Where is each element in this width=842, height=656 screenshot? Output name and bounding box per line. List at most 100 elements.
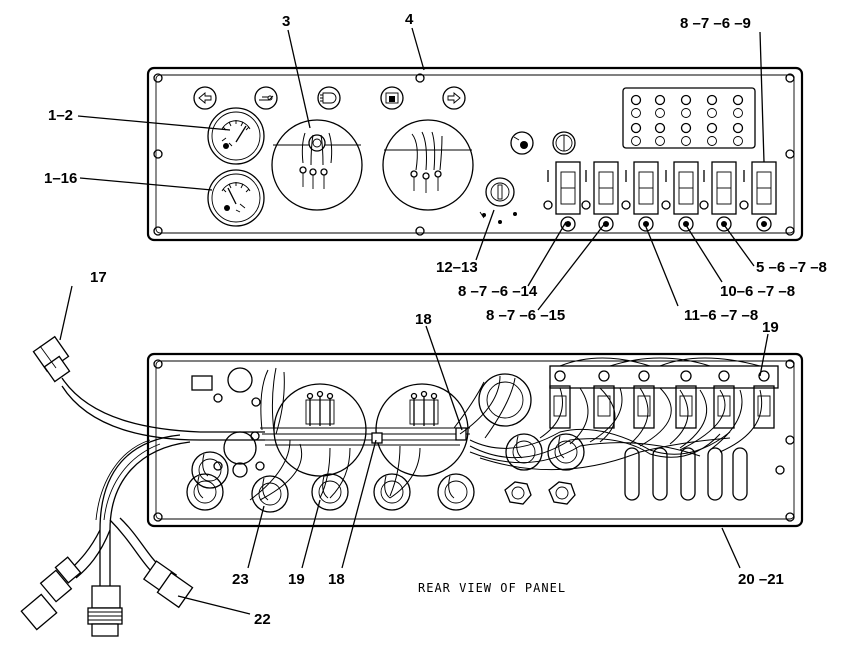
matrix-lamp — [681, 108, 691, 118]
matrix-lamp — [680, 122, 692, 134]
grommet-wire — [262, 477, 269, 501]
wiring-harness — [20, 335, 265, 637]
grommet-wire — [202, 453, 209, 477]
switch-connector-pins — [553, 395, 567, 417]
callout-17: 17 — [90, 269, 107, 286]
callout-10-6-7-8: 10–6 –7 –8 — [720, 283, 795, 300]
rocker-switch-bezel — [673, 161, 699, 215]
switch-connector-body — [713, 385, 735, 429]
callout-8-7-6-15: 8 –7 –6 –15 — [486, 307, 565, 324]
rocker-mount-hole — [581, 200, 591, 210]
rocker-mount-hole — [661, 200, 671, 210]
callout-3: 3 — [282, 13, 290, 30]
rear-gauge-backs — [273, 373, 532, 477]
switch-connector-body — [593, 385, 615, 429]
oil-indicator-icon — [254, 86, 278, 110]
switch-connector-clip — [758, 370, 770, 382]
grommet-wire — [558, 435, 565, 459]
switch-connector-body — [549, 385, 571, 429]
rear-harness-trunk — [260, 427, 470, 446]
rocker-symbol-center — [565, 221, 571, 227]
connector-17 — [32, 335, 71, 383]
switch-connector-pins — [717, 395, 731, 417]
rear-hex-nuts — [504, 481, 576, 505]
matrix-lamp — [654, 94, 666, 106]
connector-left — [20, 556, 82, 631]
rocker-symbol-center — [603, 221, 609, 227]
matrix-lamp — [707, 108, 717, 118]
matrix-lamp — [681, 136, 691, 146]
callout-19-top: 19 — [762, 319, 779, 336]
front-panel — [146, 66, 804, 242]
matrix-lamp — [630, 94, 642, 106]
ignition-key-switch — [479, 177, 517, 224]
headlight-indicator-icon — [317, 86, 341, 110]
instrument-cutout-left — [271, 119, 363, 211]
matrix-lamp — [654, 122, 666, 134]
fuel-level-gauge — [207, 169, 265, 227]
grommet-outer — [251, 475, 289, 513]
switch-connector-clip — [638, 370, 650, 382]
selector-knob-icon — [552, 131, 576, 155]
switch-connector-body — [675, 385, 697, 429]
switch-connector-pins — [679, 395, 693, 417]
matrix-lamp-center — [634, 126, 638, 130]
matrix-lamp — [680, 94, 692, 106]
matrix-lamp — [631, 136, 641, 146]
coolant-temperature-gauge — [207, 107, 265, 165]
matrix-lamp-center — [710, 98, 714, 102]
battery-indicator-icon — [380, 86, 404, 110]
grommet-inner — [198, 458, 222, 482]
grommet-outer — [373, 473, 411, 511]
connector-center — [87, 585, 123, 637]
rocker-mount-hole — [739, 200, 749, 210]
matrix-lamp — [706, 122, 718, 134]
right-turn-indicator-icon — [442, 86, 466, 110]
matrix-lamp-center — [736, 126, 740, 130]
rocker-switch-bezel — [555, 161, 581, 215]
rocker-switch-bezel — [633, 161, 659, 215]
grommet-outer — [191, 451, 229, 489]
grommet-outer — [547, 433, 585, 471]
grommet-inner — [444, 480, 468, 504]
callout-18-bottom: 18 — [328, 571, 345, 588]
callout-20-21: 20 –21 — [738, 571, 784, 588]
matrix-lamp — [733, 108, 743, 118]
rocker-switch-bezel — [711, 161, 737, 215]
matrix-lamp-center — [710, 126, 714, 130]
grommet-inner — [193, 480, 217, 504]
matrix-lamp — [732, 94, 744, 106]
rocker-symbol-center — [761, 221, 767, 227]
grommet-inner — [380, 480, 404, 504]
grommet-wire — [384, 475, 391, 499]
grommet-wire — [197, 475, 204, 499]
grommet-wire — [448, 475, 455, 499]
callout-8-7-6-14: 8 –7 –6 –14 — [458, 283, 538, 300]
rocker-symbol-icon — [716, 216, 732, 232]
callout-1-2: 1–2 — [48, 107, 73, 124]
switch-connector-clip — [718, 370, 730, 382]
matrix-lamp-center — [736, 98, 740, 102]
indicator-lamp-row — [193, 86, 466, 110]
callout-22: 22 — [254, 611, 271, 628]
matrix-lamp — [630, 122, 642, 134]
rocker-switch-bank — [543, 161, 777, 232]
callout-1-16: 1–16 — [44, 170, 77, 187]
callout-4: 4 — [405, 11, 414, 28]
rear-vent-slots — [624, 447, 748, 501]
rear-grommet-row — [186, 433, 585, 513]
matrix-lamp — [655, 136, 665, 146]
rocker-mount-hole — [699, 200, 709, 210]
connector-22 — [142, 560, 194, 609]
grommet-inner — [554, 440, 578, 464]
matrix-lamp — [733, 136, 743, 146]
rocker-symbol-icon — [756, 216, 772, 232]
matrix-lamp — [732, 122, 744, 134]
callout-12-13: 12–13 — [436, 259, 478, 276]
callout-8-7-6-9: 8 –7 –6 –9 — [680, 15, 751, 32]
matrix-lamp-center — [684, 126, 688, 130]
switch-connector-clip — [680, 370, 692, 382]
switch-connector-body — [753, 385, 775, 429]
left-turn-indicator-icon — [193, 86, 217, 110]
leader-lines — [59, 27, 769, 615]
